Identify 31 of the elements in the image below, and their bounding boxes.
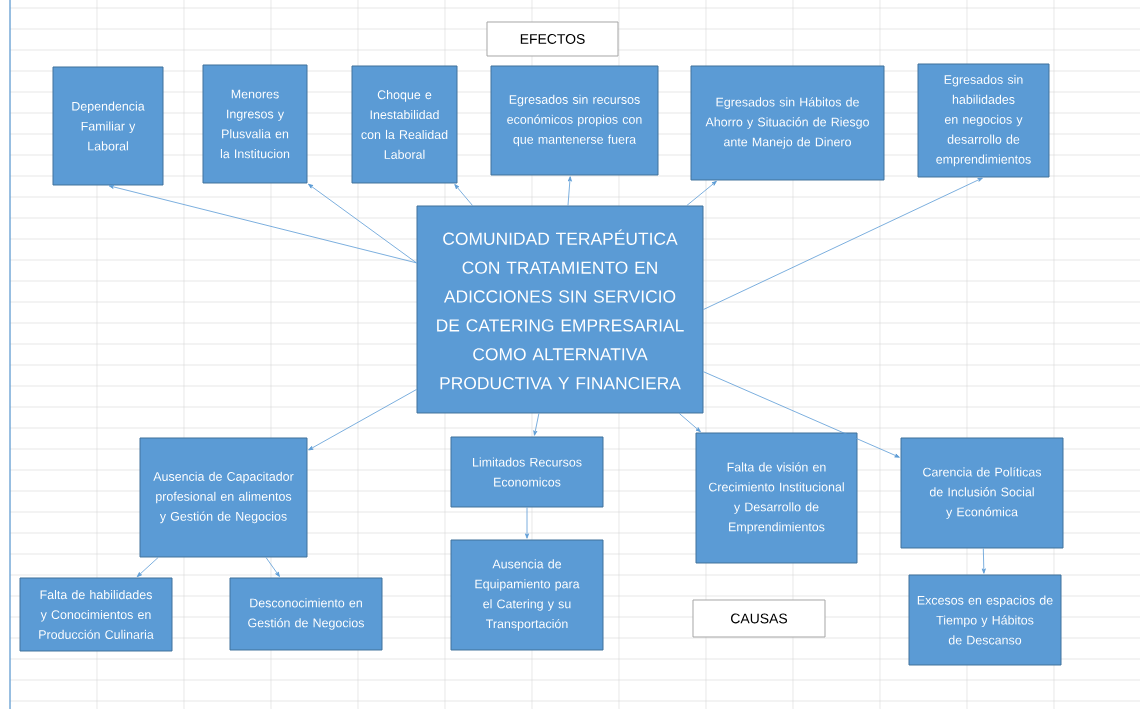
cause-effect-box: Egresados sin habilidades en negocios y desarrollo de emprendimientos [917, 63, 1050, 178]
section-label: EFECTOS [486, 21, 619, 57]
cause-effect-box: Carencia de Políticas de Inclusión Social y Económica [900, 437, 1064, 549]
arrow [533, 413, 540, 436]
cause-effect-box: Egresados sin recursos económicos propios con que mantenerse fuera [490, 65, 659, 176]
cause-effect-box: Choque e Inestabilidad con la Realidad Laboral [351, 65, 458, 184]
arrow [981, 548, 986, 574]
arrow [567, 176, 572, 206]
cause-effect-box: Desconocimiento en Gestión de Negocios [229, 577, 383, 651]
arrow [108, 184, 417, 264]
arrow [308, 389, 417, 451]
cause-effect-box: Dependencia Familiar y Laboral [52, 66, 164, 186]
arrow [703, 371, 900, 458]
arrow [308, 183, 417, 264]
arrow [454, 184, 473, 206]
arrow [686, 180, 717, 206]
cause-effect-box: Falta de visión en Crecimiento Institucional y Desarrollo de Emprendimientos [695, 432, 858, 564]
arrow [525, 507, 529, 539]
problem-box: COMUNIDAD TERAPÉUTICA CON TRATAMIENTO EN ADICCIONES SIN SERVICIO DE CATERING EMPRESARIAL COMO ALTERNATIVA PRODUCTIVA Y FINANCIERA [416, 205, 704, 414]
cause-effect-box: Egresados sin Hábitos de Ahorro y Situación de Riesgo ante Manejo de Dinero [690, 65, 885, 181]
cause-effect-box: Ausencia de Capacitador profesional en alimentos y Gestión de Negocios [139, 437, 308, 558]
arrow [678, 413, 701, 433]
section-label: CAUSAS [692, 599, 826, 638]
arrow [703, 177, 983, 310]
cause-effect-box: Falta de habilidades y Conocimientos en Producción Culinaria [19, 577, 173, 652]
arrow [136, 557, 159, 578]
cause-effect-box: Excesos en espacios de Tiempo y Hábitos de Descanso [908, 574, 1062, 666]
cause-effect-box: Limitados Recursos Economicos [450, 436, 604, 508]
cause-effect-box: Ausencia de Equipamiento para el Catering y su Transportación [450, 539, 604, 651]
cause-effect-box: Menores Ingresos y Plusvalia en la Institucion [202, 64, 308, 184]
arrow [265, 557, 280, 577]
